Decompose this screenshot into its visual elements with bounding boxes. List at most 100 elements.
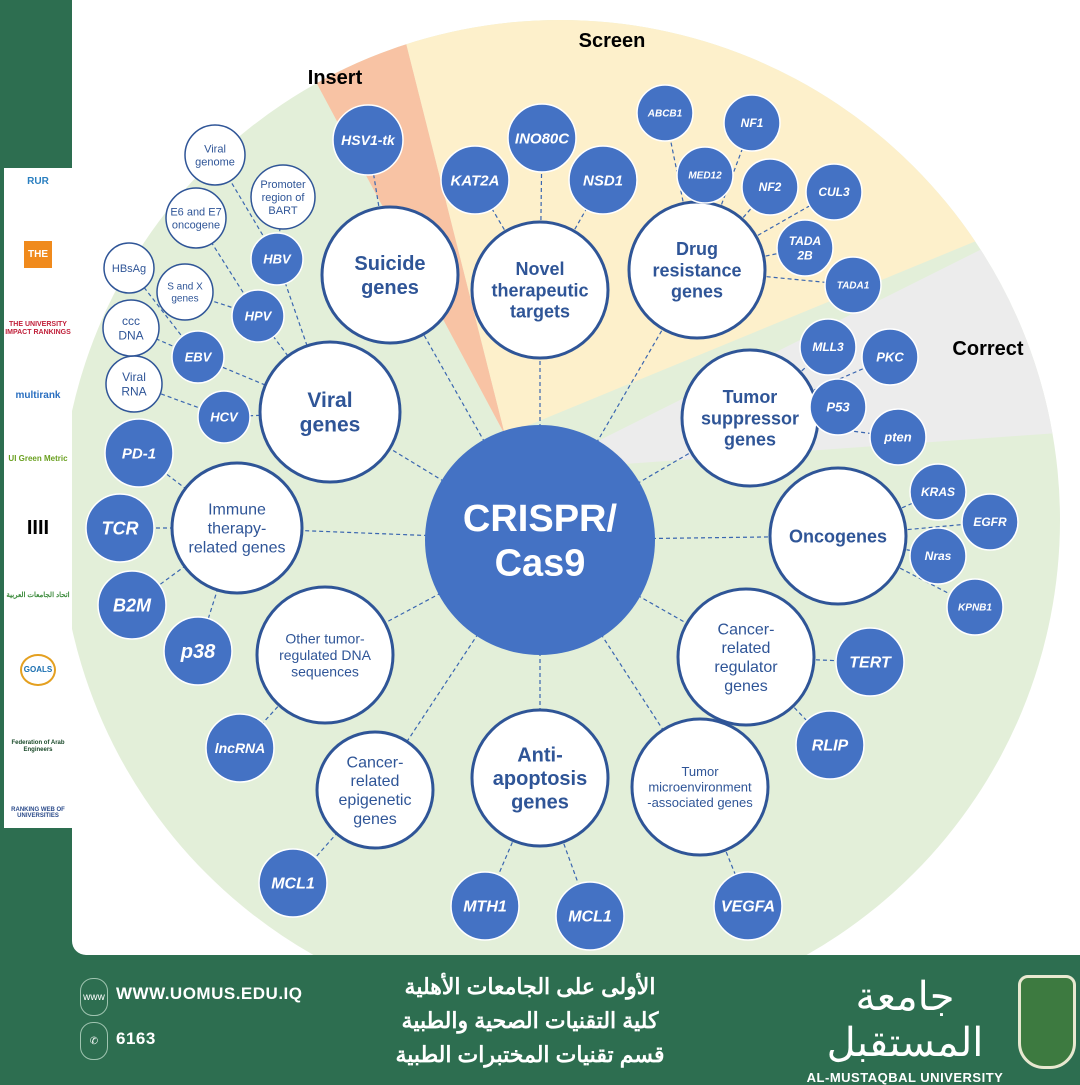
gene-label-ino80c: INO80C: [515, 130, 570, 147]
connector-line: [696, 191, 835, 271]
gene-label-mcl1: MCL1: [271, 876, 315, 893]
viral-target-node-viral-genome: [184, 124, 246, 186]
gene-node-mcl1: [258, 848, 328, 918]
section-label-correct: Correct: [952, 338, 1023, 360]
gene-node-kras: [909, 463, 967, 521]
arab-universities-logo: اتحاد الجامعات العربية: [6, 592, 70, 600]
gene-node-hsv1-tk: [332, 104, 404, 176]
hub-node-oncogenes: [768, 466, 908, 606]
gene-node-nras: [909, 527, 967, 585]
rur-logo: RUR: [27, 176, 49, 187]
phone-icon: ✆: [80, 1022, 108, 1060]
university-name-english: AL-MUSTAQBAL UNIVERSITY: [806, 1070, 1004, 1085]
gene-node-ino80c: [507, 103, 577, 173]
gene-label-tada1: TADA1: [837, 281, 870, 292]
gene-node-pd-1: [104, 418, 174, 488]
gene-label-vegfa: VEGFA: [721, 899, 775, 916]
footer-arabic-line-3: قسم تقنيات المختبرات الطبية: [395, 1042, 665, 1067]
gene-label-ebv: EBV: [185, 350, 213, 365]
viral-target-node-s-and-x-genes: [156, 263, 214, 321]
university-logo: جامعة المستقبل AL-MUSTAQBAL UNIVERSITY: [795, 974, 1015, 1085]
gene-label-mll3: MLL3: [812, 340, 844, 354]
ranking-logos-sidebar: RUR THE THE UNIVERSITY IMPACT RANKINGS m…: [4, 168, 72, 828]
university-seal-icon: [1018, 975, 1076, 1069]
footer: www WWW.UOMUS.EDU.IQ ✆ 6163 الأولى على ا…: [0, 962, 1080, 1085]
viral-target-node-hbsag: [103, 242, 155, 294]
gene-node-b2m: [97, 570, 167, 640]
connector-line: [696, 122, 753, 271]
crispr-cas9-node: [425, 425, 655, 655]
gene-label-kras: KRAS: [921, 485, 955, 499]
sdg-logo: GOALS: [19, 653, 57, 687]
gene-label-pkc: PKC: [876, 350, 904, 365]
gene-node-kpnb1: [946, 578, 1004, 636]
hub-label-oncogenes: Oncogenes: [789, 526, 887, 546]
gene-node-nf2: [741, 158, 799, 216]
gene-label-p38: p38: [180, 641, 216, 663]
hub-node-tumor-microenvironment-associated-genes: [630, 717, 770, 857]
gene-label-lncrna: lncRNA: [215, 740, 266, 756]
university-name-arabic: جامعة المستقبل: [826, 974, 984, 1066]
gene-label-p53: P53: [826, 400, 850, 415]
hub-node-suicide-genes: [320, 205, 460, 345]
crispr-cas9-label: CRISPR/Cas9: [463, 498, 618, 585]
gene-label-egfr: EGFR: [973, 515, 1007, 529]
gene-node-med12: [676, 146, 734, 204]
greenmetric-logo: UI Green Metric: [8, 453, 68, 463]
gene-node-p38: [163, 616, 233, 686]
institution-logo: IIII: [26, 516, 50, 539]
gene-label-hcv: HCV: [210, 410, 239, 425]
gene-node-egfr: [961, 493, 1019, 551]
gene-node-abcb1: [636, 84, 694, 142]
gene-label-hsv1-tk: HSV1-tk: [341, 132, 396, 148]
website-link[interactable]: WWW.UOMUS.EDU.IQ: [116, 984, 303, 1003]
gene-node-pten: [869, 408, 927, 466]
gene-node-mth1: [450, 871, 520, 941]
gene-label-hpv: HPV: [245, 309, 273, 324]
www-icon: www: [80, 978, 108, 1016]
gene-node-nf1: [723, 94, 781, 152]
connector-line: [195, 217, 259, 317]
gene-node-hcv: [197, 390, 251, 444]
viral-target-node-e6-and-e7-oncogene: [165, 187, 227, 249]
gene-node-nsd1: [568, 145, 638, 215]
gene-node-kat2a: [440, 145, 510, 215]
viral-target-label-hbsag: HBsAg: [112, 263, 146, 275]
gene-node-pkc: [861, 328, 919, 386]
gene-node-ebv: [171, 330, 225, 384]
gene-node-p53: [809, 378, 867, 436]
viral-target-node-promoter-region-of-bart: [250, 164, 316, 230]
gene-label-nf2: NF2: [759, 180, 782, 194]
hub-node-other-tumor-regulated-dna-sequences: [255, 585, 395, 725]
gene-label-rlip: RLIP: [812, 738, 849, 755]
connector-line: [696, 269, 854, 286]
hub-node-cancer-related-epigenetic-genes: [315, 730, 435, 850]
gene-node-tert: [835, 627, 905, 697]
gene-label-abcb1: ABCB1: [647, 109, 683, 120]
gene-node-tcr: [85, 493, 155, 563]
section-label-insert: Insert: [308, 67, 363, 89]
hub-node-cancer-related-regulator-genes: [676, 587, 816, 727]
connector-line: [539, 417, 751, 541]
gene-node-vegfa: [713, 871, 783, 941]
footer-arabic-line-1: الأولى على الجامعات الأهلية: [404, 974, 656, 999]
gene-label-tert: TERT: [849, 655, 892, 672]
the-impact-logo: THE UNIVERSITY IMPACT RANKINGS: [5, 321, 71, 336]
gene-label-nsd1: NSD1: [583, 172, 623, 189]
webometrics-logo: RANKING WEB OF UNIVERSITIES: [11, 806, 65, 820]
